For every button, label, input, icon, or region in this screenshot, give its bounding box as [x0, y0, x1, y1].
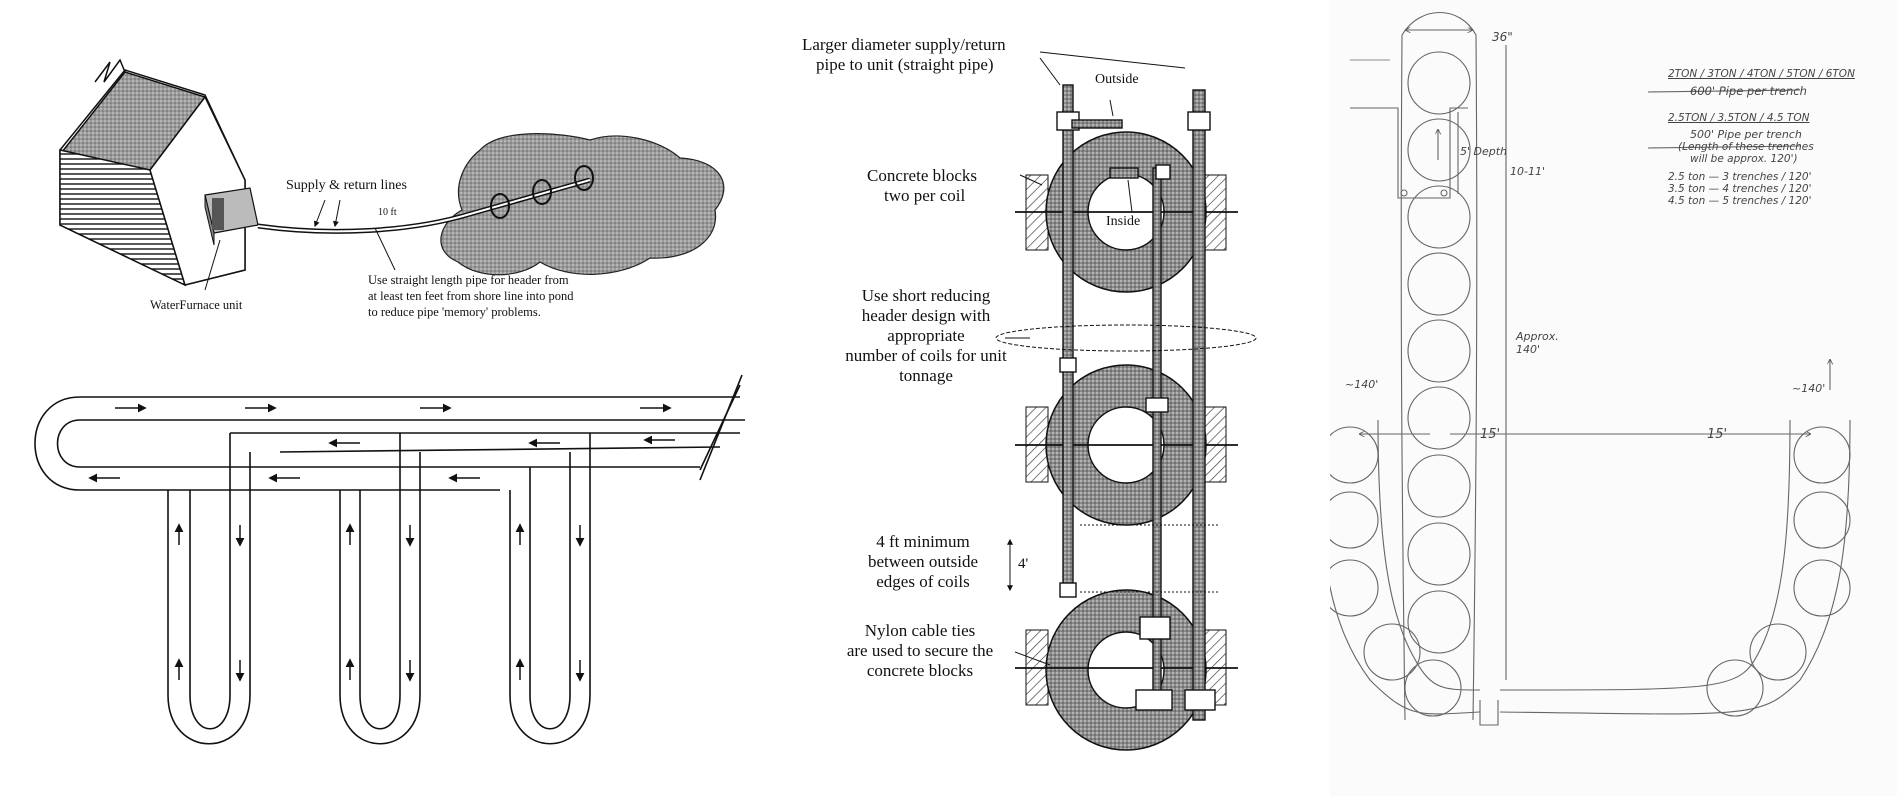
waterfurnace-unit-icon	[204, 187, 259, 246]
tonnage-note-2: 2.5TON / 3.5TON / 4.5 TON	[1668, 112, 1810, 124]
trench-width-label: 36"	[1492, 30, 1513, 44]
center-trench	[1400, 34, 1478, 721]
spacing-label-line1: 4 ft minimum	[876, 532, 970, 551]
trench-depth-label: 5' Depth	[1460, 145, 1508, 158]
header-note-line3: to reduce pipe 'memory' problems.	[368, 305, 541, 319]
pond-loop-drawing	[34, 58, 745, 745]
right-span-label: 15'	[1707, 427, 1728, 442]
header-loop-schematic	[34, 374, 745, 745]
tonnage-note-6: 2.5 ton — 3 trenches / 120'	[1668, 171, 1812, 183]
right-length-label: ~140'	[1792, 382, 1826, 395]
coil-spacing-label: 10-11'	[1510, 165, 1545, 178]
header-note-line2: at least ten feet from shore line into p…	[368, 289, 574, 303]
pond-shape	[440, 133, 725, 276]
center-length-label: Approx. 140'	[1516, 330, 1559, 356]
distance-marker-label: 10 ft	[378, 207, 397, 218]
coil-assembly-drawing	[995, 51, 1257, 751]
header-design-line3: appropriate	[887, 326, 965, 345]
header-design-line5: tonnage	[899, 366, 953, 385]
tonnage-note-5: will be approx. 120')	[1690, 153, 1798, 165]
blocks-label-line1: Concrete blocks	[867, 166, 977, 185]
ties-label-line1: Nylon cable ties	[864, 621, 976, 640]
pond-loop-overview-panel: Supply & return lines 10 ft Use straight…	[0, 0, 760, 796]
coil-assembly-panel: Larger diameter supply/return pipe to un…	[760, 0, 1300, 796]
header-pipes	[1056, 84, 1216, 721]
outside-label: Outside	[1095, 72, 1139, 87]
tonnage-note-7: 3.5 ton — 4 trenches / 120'	[1668, 183, 1812, 195]
tonnage-note-8: 4.5 ton — 5 trenches / 120'	[1668, 195, 1812, 207]
larger-pipe-label-line2: pipe to unit (straight pipe)	[816, 55, 994, 74]
left-length-label: ~140'	[1345, 378, 1379, 391]
inside-label: Inside	[1106, 214, 1141, 229]
header-design-line4: number of coils for unit	[845, 346, 1007, 365]
header-note-line1: Use straight length pipe for header from	[368, 273, 569, 287]
trench-layout-sketch-panel: 36" 5' Depth 10-11' Approx. 140' ~140' ~…	[1330, 0, 1897, 796]
ties-label-line3: concrete blocks	[866, 661, 974, 680]
tonnage-note-4: (Length of these trenches	[1678, 141, 1814, 153]
spacing-dimension	[1007, 524, 1220, 593]
ties-label-line2: are used to secure the	[846, 641, 994, 660]
header-design-line2: header design with	[861, 306, 991, 325]
trench-layout-sketch	[1330, 12, 1851, 726]
house-illustration	[59, 58, 259, 287]
blocks-label-line2: two per coil	[884, 186, 966, 205]
supply-return-label: Supply & return lines	[286, 178, 407, 193]
larger-pipe-label-line1: Larger diameter supply/return	[802, 35, 1006, 54]
trench-section	[1350, 107, 1468, 199]
tonnage-notes: 2TON / 3TON / 4TON / 5TON / 6TON 600' Pi…	[1668, 68, 1878, 207]
header-design-line1: Use short reducing	[861, 286, 991, 305]
tonnage-note-1: 600' Pipe per trench	[1690, 84, 1807, 98]
waterfurnace-unit-label: WaterFurnace unit	[150, 298, 243, 312]
spacing-label-line2: between outside	[868, 552, 978, 571]
spacing-label-line3: edges of coils	[876, 572, 970, 591]
flow-arrows	[88, 403, 675, 682]
tonnage-note-0: 2TON / 3TON / 4TON / 5TON / 6TON	[1668, 68, 1855, 80]
header-highlight-ellipse	[995, 324, 1257, 352]
spacing-dimension-label: 4'	[1018, 556, 1029, 572]
left-span-label: 15'	[1480, 427, 1501, 442]
tonnage-note-3: 500' Pipe per trench	[1690, 128, 1802, 141]
